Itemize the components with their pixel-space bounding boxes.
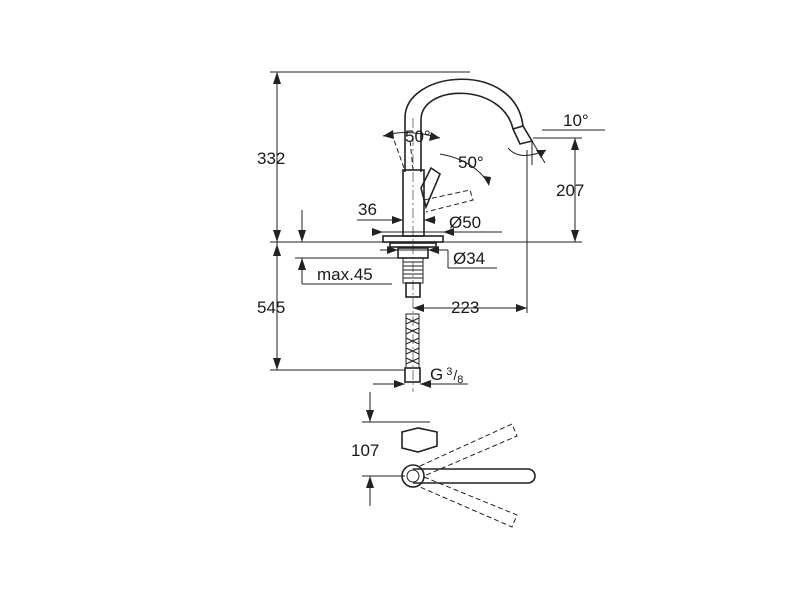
arrow-107-top	[366, 410, 374, 422]
dim-label-545: 545	[257, 298, 285, 317]
arrow-g38-right	[420, 380, 431, 388]
dim-label-max45: max.45	[317, 265, 373, 284]
dim-label-50deg-right: 50°	[458, 153, 484, 172]
top-base-inner	[406, 469, 420, 483]
dim-label-50deg-top: 50°	[405, 127, 431, 146]
arrow-207-bottom	[571, 230, 579, 242]
arrow-max45-bottom	[298, 258, 306, 270]
arrow-d50-left	[372, 228, 383, 236]
arrow-223-right	[516, 304, 527, 312]
arrow-332-bottom	[273, 230, 281, 242]
arrow-d50-right	[443, 228, 454, 236]
arrow-107-bottom	[366, 476, 374, 488]
dim-label-d34: Ø34	[453, 249, 485, 268]
arrow-332-top	[273, 72, 281, 84]
arrow-36-right	[424, 216, 435, 224]
dim-label-d50: Ø50	[449, 213, 481, 232]
arrow-545-top	[273, 244, 281, 256]
arrow-d34-left	[387, 246, 398, 254]
dim-label-332: 332	[257, 149, 285, 168]
shank-end	[405, 282, 421, 298]
hose-connector	[404, 367, 421, 383]
hose-braid	[405, 317, 420, 365]
top-view: 107	[351, 392, 536, 528]
arrow-10-right	[536, 150, 546, 158]
dim-label-223: 223	[451, 298, 479, 317]
spout-outer	[404, 78, 524, 172]
top-body	[401, 427, 438, 453]
lever-tilted-right	[423, 189, 474, 213]
top-base-circle	[401, 464, 425, 488]
arrow-max45-top	[298, 230, 306, 242]
arrow-g38-left	[394, 380, 405, 388]
spout-inner	[420, 92, 514, 172]
arrow-545-bottom	[273, 358, 281, 370]
arrow-50-top-left	[383, 130, 394, 139]
dim-label-36: 36	[358, 200, 377, 219]
deck-washer	[389, 242, 437, 248]
arrow-223-left	[413, 304, 424, 312]
side-view: 332 545 207 10° 50° 50° 3	[257, 71, 605, 392]
arrow-36-left	[392, 216, 403, 224]
arrow-50-right	[483, 176, 491, 186]
lever-tilted-left	[393, 139, 414, 171]
dim-label-10deg: 10°	[563, 111, 589, 130]
top-spout-swivel-down	[419, 476, 518, 528]
dim-label-107: 107	[351, 441, 379, 460]
arrow-207-top	[571, 138, 579, 150]
shank-thread	[402, 258, 424, 284]
top-spout-swivel-up	[419, 423, 518, 477]
faucet-body	[402, 169, 425, 237]
arrow-50-top-right	[429, 132, 440, 141]
arrow-d34-right	[428, 246, 439, 254]
mounting-nut	[397, 247, 429, 259]
lever-handle	[420, 166, 441, 210]
spout-tip	[511, 125, 534, 145]
dim-label-207: 207	[556, 181, 584, 200]
top-spout	[413, 468, 536, 484]
